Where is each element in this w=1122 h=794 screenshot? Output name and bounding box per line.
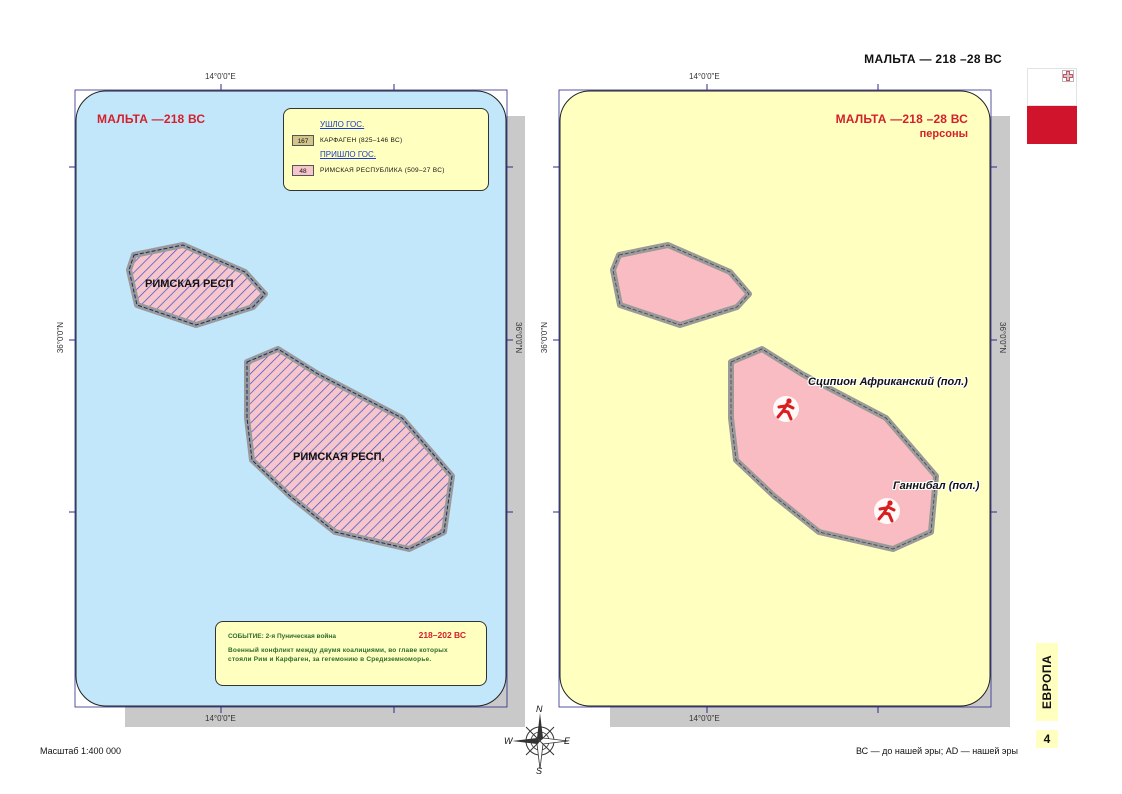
legend-left-item: КАРФАГЕН (825–146 ВС) <box>320 137 403 144</box>
left-coord-left: 36°0'0"N <box>56 322 65 354</box>
malta-island-right-outline <box>730 348 937 550</box>
left-coord-right: 36°0'0"N <box>514 322 523 354</box>
legend-arrived-badge: 48 <box>292 165 314 176</box>
page-number: 4 <box>1036 730 1058 748</box>
legend-arrived-header: ПРИШЛО ГОС. <box>320 150 376 159</box>
george-cross-icon <box>1062 70 1074 82</box>
compass-e: E <box>564 736 571 746</box>
gozo-island-left-outline <box>128 244 266 326</box>
map-scale: Масштаб 1:400 000 <box>40 746 122 756</box>
page-title: МАЛЬТА — 218 –28 ВС <box>864 52 1002 66</box>
gozo-island-right-outline <box>612 244 750 326</box>
event-box: СОБЫТИЕ: 2-я Пуническая война 218–202 ВС… <box>215 621 487 686</box>
compass-n: N <box>536 704 543 714</box>
legend-left-header: УШЛО ГОС. <box>320 120 365 129</box>
region-label: ЕВРОПА <box>1040 654 1054 710</box>
compass-w: W <box>504 736 513 746</box>
compass-s: S <box>536 766 543 776</box>
left-map-title: МАЛЬТА —218 ВС <box>97 112 206 126</box>
left-coord-bottom: 14°0'0"E <box>205 714 236 723</box>
gozo-label: РИМСКАЯ РЕСП <box>145 278 234 290</box>
person-label-hannibal: Ганнибал (пол.) <box>893 480 980 492</box>
malta-label: РИМСКАЯ РЕСП, <box>293 451 385 463</box>
right-map-subtitle: персоны <box>919 128 968 140</box>
event-dates: 218–202 ВС <box>418 630 466 640</box>
person-label-scipio: Сципион Африканский (пол.) <box>808 376 968 388</box>
region-tab[interactable]: ЕВРОПА <box>1036 643 1058 721</box>
right-map-title: МАЛЬТА —218 –28 ВС <box>835 112 968 126</box>
right-coord-right: 36°0'0"N <box>998 322 1007 354</box>
running-person-icon <box>874 498 900 524</box>
compass-rose-icon <box>512 713 569 770</box>
malta-flag <box>1027 68 1077 144</box>
event-label: СОБЫТИЕ: 2-я Пуническая война <box>228 633 336 640</box>
event-description: Военный конфликт между двумя коалициями,… <box>228 647 448 663</box>
legend-arrived-item: РИМСКАЯ РЕСПУБЛИКА (509–27 ВС) <box>320 167 445 174</box>
left-map-legend: УШЛО ГОС. 167 КАРФАГЕН (825–146 ВС) ПРИШ… <box>283 108 489 191</box>
right-coord-bottom: 14°0'0"E <box>689 714 720 723</box>
malta-island-left-outline <box>246 348 453 550</box>
era-note: ВС — до нашей эры; AD — нашей эры <box>855 746 1018 756</box>
left-coord-top: 14°0'0"E <box>205 72 236 81</box>
right-coord-left: 36°0'0"N <box>540 322 549 354</box>
running-person-icon <box>773 396 799 422</box>
left-map-islands <box>126 242 455 552</box>
legend-left-badge: 167 <box>292 135 314 146</box>
right-coord-top: 14°0'0"E <box>689 72 720 81</box>
